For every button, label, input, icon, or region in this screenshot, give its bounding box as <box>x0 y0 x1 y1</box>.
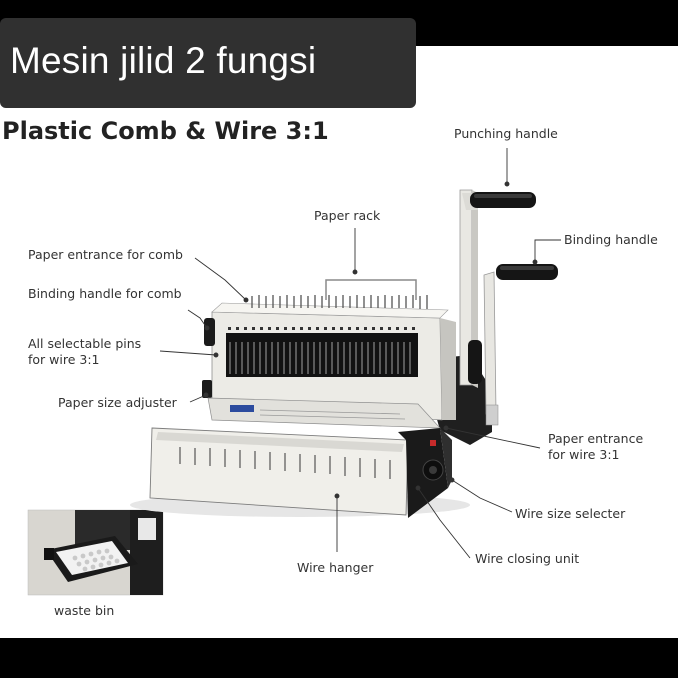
label-paper-rack: Paper rack <box>314 208 381 223</box>
label-binding-handle-comb: Binding handle for comb <box>28 286 182 301</box>
label-selectable-pins-line2: for wire 3:1 <box>28 352 100 367</box>
label-paper-size-adjuster: Paper size adjuster <box>58 395 177 410</box>
machine-body <box>130 189 558 518</box>
label-paper-entrance-wire-line2: for wire 3:1 <box>548 447 620 462</box>
label-wire-size-selecter: Wire size selecter <box>515 506 626 521</box>
page-title: Mesin jilid 2 fungsi <box>10 40 317 81</box>
title-badge <box>0 18 416 108</box>
label-paper-entrance-comb: Paper entrance for comb <box>28 247 183 262</box>
label-wire-closing-unit: Wire closing unit <box>475 551 580 566</box>
label-paper-entrance-wire-line1: Paper entrance <box>548 431 644 446</box>
label-selectable-pins-line1: All selectable pins <box>28 336 142 351</box>
label-waste-bin: waste bin <box>54 603 115 618</box>
callout-leader-lines <box>159 148 561 559</box>
label-punching-handle: Punching handle <box>454 126 558 141</box>
label-wire-hanger: Wire hanger <box>297 560 374 575</box>
page-subtitle: Plastic Comb & Wire 3:1 <box>2 117 329 145</box>
waste-bin-photo <box>27 509 164 596</box>
label-binding-handle: Binding handle <box>564 232 658 247</box>
